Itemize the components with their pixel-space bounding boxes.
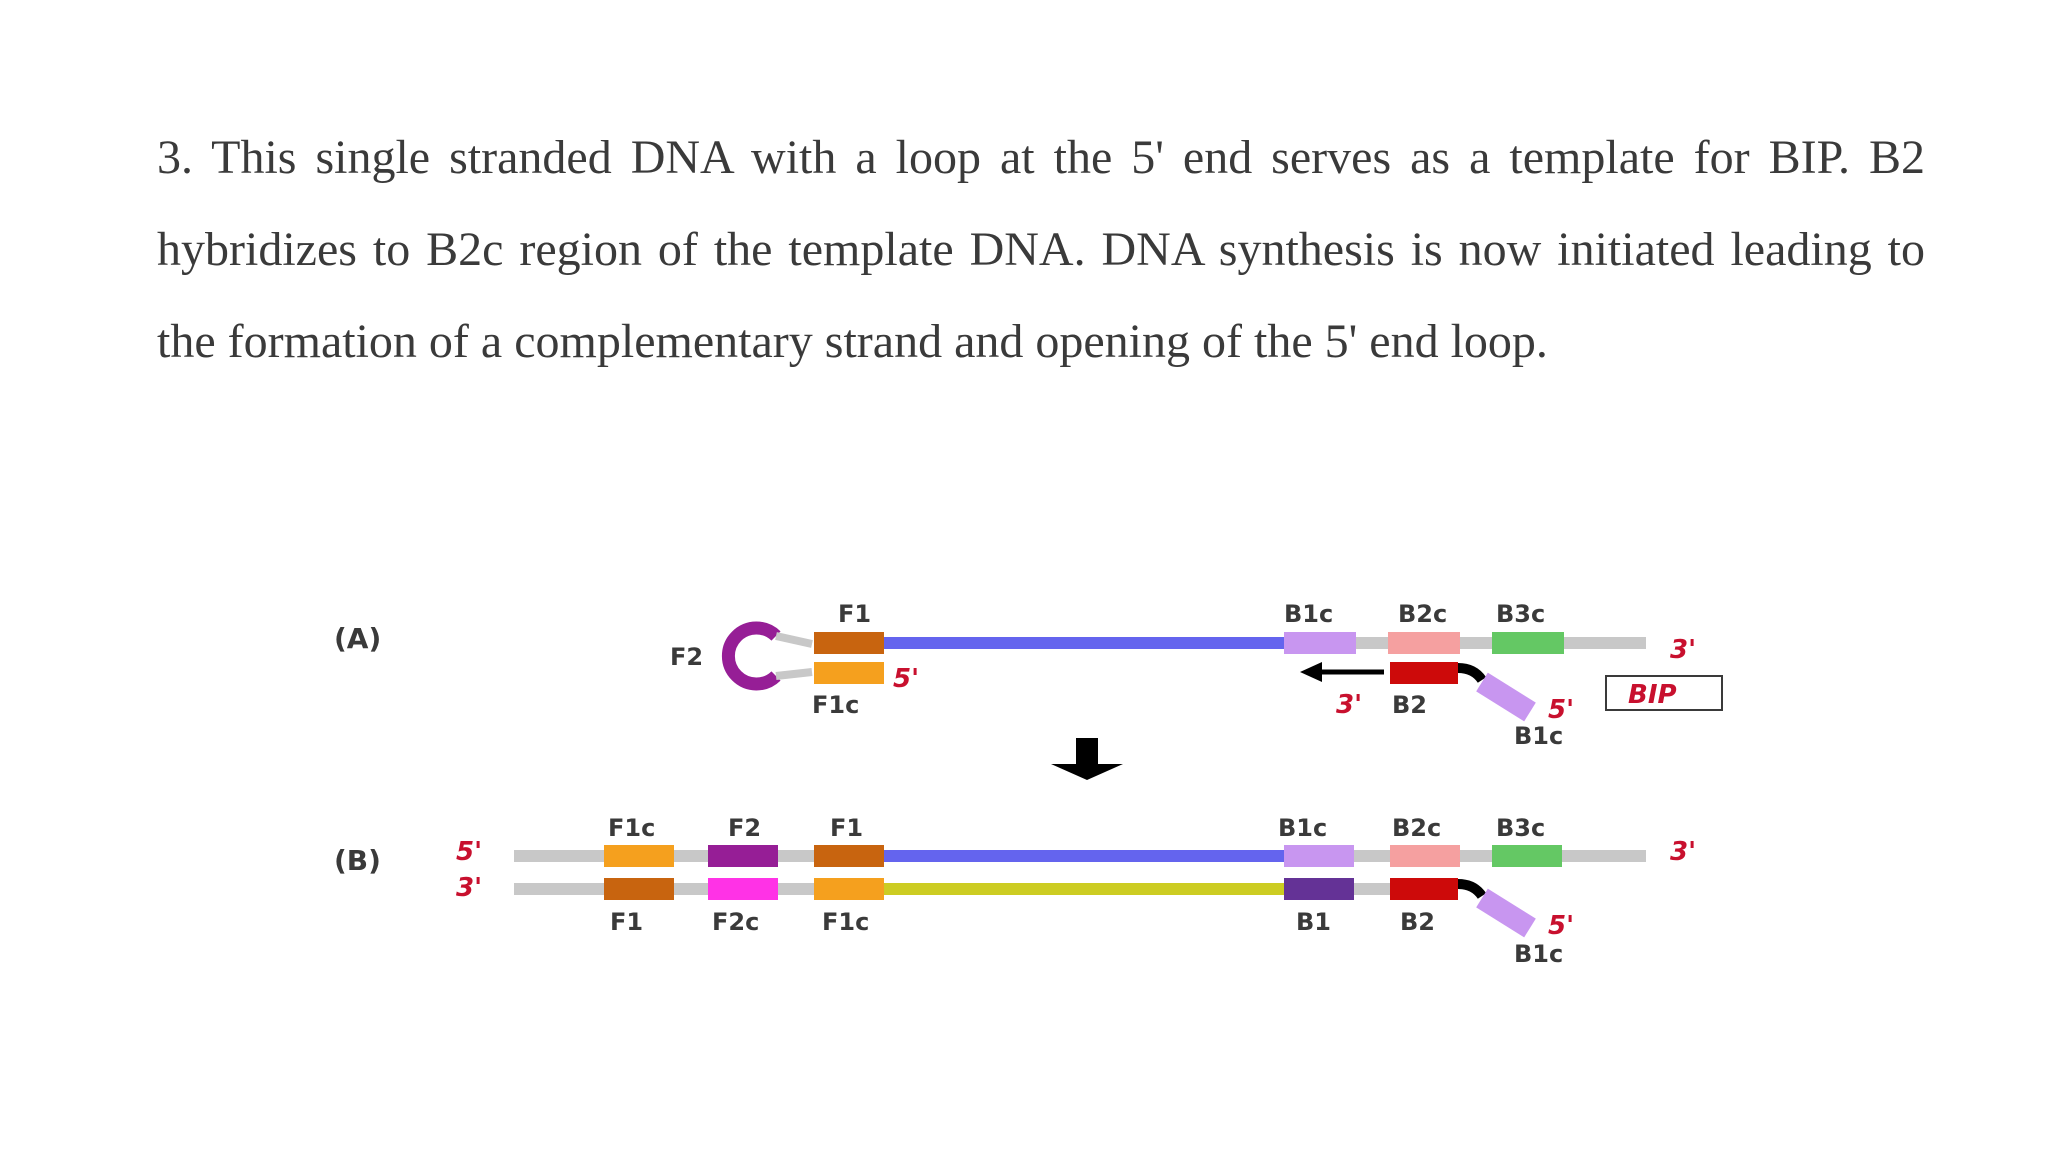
- label-b1c-tail-a: B1c: [1514, 722, 1563, 750]
- backbone-a-2: [1460, 637, 1492, 649]
- segment-b3c-b-top: [1492, 845, 1562, 867]
- backbone-b-top-1: [514, 850, 604, 862]
- backbone-a-3: [1564, 637, 1646, 649]
- label-b1c-a: B1c: [1284, 600, 1333, 628]
- label-f1-a: F1: [838, 600, 871, 628]
- backbone-b-top-6: [1562, 850, 1646, 862]
- segment-b2-b-bottom: [1390, 878, 1458, 900]
- label-3prime-a: 3': [1670, 635, 1696, 665]
- label-bip: BIP: [1628, 680, 1677, 710]
- loop-link-top: [775, 632, 813, 648]
- blue-strand-a: [884, 637, 1284, 649]
- down-arrow-stem: [1076, 738, 1098, 764]
- segment-b1c-bip-tail: [1476, 672, 1536, 722]
- label-f1c-b-top: F1c: [608, 814, 655, 842]
- panel-b-label: (B): [334, 844, 381, 877]
- segment-f1-a: [814, 632, 884, 654]
- blue-strand-b: [884, 850, 1284, 862]
- label-b2c-b-top: B2c: [1392, 814, 1441, 842]
- label-3prime-b2: 3': [1336, 690, 1362, 720]
- backbone-b-top-2: [674, 850, 708, 862]
- backbone-b-bottom-1: [514, 883, 604, 895]
- slide-paragraph: 3. This single stranded DNA with a loop …: [157, 131, 1925, 368]
- panel-a-label: (A): [334, 622, 381, 655]
- bip-box: [1605, 675, 1723, 711]
- down-arrow-icon: [1051, 764, 1123, 780]
- label-b1c-tail-b: B1c: [1514, 940, 1563, 968]
- label-f2-b-top: F2: [728, 814, 761, 842]
- segment-b3c-a: [1492, 632, 1564, 654]
- segment-b2c-a: [1388, 632, 1460, 654]
- loop-link-bottom: [775, 668, 813, 680]
- label-f2-a: F2: [670, 643, 703, 671]
- segment-f1-b-top: [814, 845, 884, 867]
- segment-f2c-b-bottom: [708, 878, 778, 900]
- label-5prime-bip: 5': [1548, 695, 1574, 725]
- backbone-b-bottom-3: [778, 883, 814, 895]
- backbone-b-top-4: [1354, 850, 1390, 862]
- label-f2c-b-bottom: F2c: [712, 908, 759, 936]
- label-5prime-loop: 5': [893, 664, 919, 694]
- segment-b2-bip: [1390, 662, 1458, 684]
- label-3prime-b-right: 3': [1670, 837, 1696, 867]
- segment-f1c-b-top: [604, 845, 674, 867]
- label-f1-b-top: F1: [830, 814, 863, 842]
- f2-loop: [721, 621, 781, 691]
- segment-f1c-b-bottom: [814, 878, 884, 900]
- segment-f1-b-bottom: [604, 878, 674, 900]
- label-b2-a: B2: [1392, 691, 1427, 719]
- label-5prime-b-tail: 5': [1548, 911, 1574, 941]
- label-5prime-b: 5': [456, 837, 482, 867]
- backbone-b-bottom-4: [1354, 883, 1390, 895]
- label-b2-b-bottom: B2: [1400, 908, 1435, 936]
- label-f1c-a: F1c: [812, 691, 859, 719]
- label-b2c-a: B2c: [1398, 600, 1447, 628]
- backbone-a-1: [1356, 637, 1388, 649]
- label-b1c-b-top: B1c: [1278, 814, 1327, 842]
- yellow-strand-b: [884, 883, 1284, 895]
- backbone-b-top-5: [1460, 850, 1492, 862]
- segment-f1c-a: [814, 662, 884, 684]
- segment-b1c-b-tail: [1476, 888, 1536, 938]
- b-linker: [1457, 879, 1487, 899]
- label-f1c-b-bottom: F1c: [822, 908, 869, 936]
- segment-b1-b-bottom: [1284, 878, 1354, 900]
- arrowhead-icon: [1300, 662, 1322, 682]
- bip-linker: [1457, 663, 1487, 683]
- backbone-b-top-3: [778, 850, 814, 862]
- label-3prime-b-left: 3': [456, 873, 482, 903]
- segment-b1c-b-top: [1284, 845, 1354, 867]
- label-f1-b-bottom: F1: [610, 908, 643, 936]
- segment-f2-b-top: [708, 845, 778, 867]
- segment-b1c-a: [1284, 632, 1356, 654]
- label-b3c-a: B3c: [1496, 600, 1545, 628]
- backbone-b-bottom-2: [674, 883, 708, 895]
- label-b3c-b-top: B3c: [1496, 814, 1545, 842]
- label-b1-b-bottom: B1: [1296, 908, 1331, 936]
- segment-b2c-b-top: [1390, 845, 1460, 867]
